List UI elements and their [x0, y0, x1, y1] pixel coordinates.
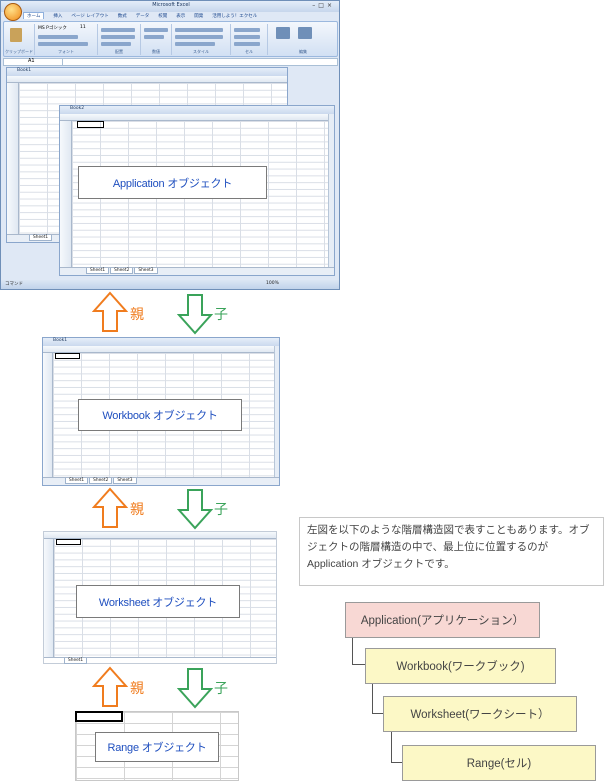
workbook-object-label: Workbook オブジェクト [78, 399, 242, 431]
zoom-level[interactable]: 100% [266, 281, 279, 286]
hierarchy-worksheet: Worksheet(ワークシート） [383, 696, 577, 732]
ribbon-group-cells[interactable]: セル [231, 24, 268, 55]
tab-insert[interactable]: 挿入 [53, 14, 63, 19]
sheet-tab[interactable]: Sheet1 [65, 478, 89, 484]
tab-home[interactable]: ホーム [23, 12, 45, 19]
ribbon-group-font[interactable]: MS Pゴシック 11 フォント [35, 24, 98, 55]
column-header [43, 346, 274, 353]
window-controls[interactable]: –□× [312, 2, 335, 9]
sheet-tab[interactable]: Sheet2 [89, 478, 113, 484]
child-arrow-icon [177, 668, 213, 709]
parent-label: 親 [130, 501, 144, 517]
row-header [60, 121, 72, 267]
window-title: Microsoft Excel [152, 2, 190, 8]
child-label: 子 [214, 680, 228, 696]
book1-title: Book1 [7, 68, 287, 76]
parent-arrow-icon [92, 291, 128, 332]
tab-page-layout[interactable]: ページ レイアウト [71, 14, 109, 19]
column-header [7, 76, 287, 83]
active-cell[interactable] [56, 539, 81, 545]
worksheet-object-label: Worksheet オブジェクト [76, 585, 240, 618]
sheet-tab[interactable]: Sheet3 [113, 478, 137, 484]
sheet-tab[interactable]: Sheet1 [64, 658, 88, 664]
ribbon-group-editing[interactable]: 編集 [268, 24, 338, 55]
vertical-scrollbar[interactable] [328, 114, 334, 267]
column-header [44, 532, 276, 539]
row-header [43, 353, 53, 477]
connector [391, 732, 402, 763]
formula-bar[interactable] [3, 58, 338, 66]
tab-view[interactable]: 表示 [176, 14, 186, 19]
excel-application-window: Microsoft Excel –□× ホーム 挿入 ページ レイアウト 数式 データ 校… [0, 0, 340, 290]
sheet-tab[interactable]: Sheet1 [29, 235, 53, 241]
tab-developer[interactable]: 開発 [194, 14, 204, 19]
book2-title: Book2 [60, 106, 334, 114]
status-bar: コマンド 100% [1, 280, 339, 289]
vertical-scrollbar[interactable] [274, 346, 279, 477]
child-label: 子 [214, 501, 228, 517]
font-name-select[interactable]: MS Pゴシック [38, 26, 67, 31]
active-cell[interactable] [77, 121, 104, 128]
parent-label: 親 [130, 306, 144, 322]
sheet-tab[interactable]: Sheet3 [134, 268, 158, 274]
ribbon: クリップボード MS Pゴシック 11 フォント 配置 数値 スタイル セル 編… [3, 21, 338, 57]
status-text: コマンド [5, 282, 23, 287]
range-object-label: Range オブジェクト [95, 732, 219, 762]
application-object-label: Application オブジェクト [78, 166, 267, 199]
workbook-title: Book1 [43, 338, 279, 346]
parent-arrow-icon [92, 487, 128, 528]
row-header [44, 539, 54, 657]
hierarchy-workbook: Workbook(ワークブック) [365, 648, 556, 684]
ribbon-group-clipboard[interactable]: クリップボード [4, 24, 35, 55]
ribbon-group-alignment[interactable]: 配置 [98, 24, 141, 55]
sheet-tab[interactable]: Sheet2 [110, 268, 134, 274]
hierarchy-application: Application(アプリケーション） [345, 602, 540, 638]
ribbon-group-styles[interactable]: スタイル [172, 24, 231, 55]
active-cell[interactable] [55, 353, 80, 359]
connector [352, 638, 365, 665]
tab-data[interactable]: データ [135, 14, 150, 19]
parent-arrow-icon [92, 666, 128, 707]
name-box[interactable]: A1 [3, 58, 63, 66]
connector [372, 684, 383, 714]
child-arrow-icon [177, 294, 213, 335]
description-note: 左図を以下のような階層構造図で表すこともあります。オブジェクトの階層構造の中で、… [299, 517, 604, 586]
tab-formulas[interactable]: 数式 [117, 14, 127, 19]
child-label: 子 [214, 306, 228, 322]
ribbon-group-number[interactable]: 数値 [141, 24, 172, 55]
hierarchy-range: Range(セル) [402, 745, 596, 781]
tab-addin[interactable]: 活用しよう！エクセル [212, 14, 258, 19]
title-bar: Microsoft Excel –□× [1, 1, 339, 12]
sheet-tabs: Sheet1 [44, 657, 276, 664]
ribbon-tabs: ホーム 挿入 ページ レイアウト 数式 データ 校閲 表示 開発 活用しよう！エクセル [23, 12, 339, 21]
child-arrow-icon [177, 489, 213, 530]
sheet-tab[interactable]: Sheet1 [86, 268, 110, 274]
tab-review[interactable]: 校閲 [158, 14, 168, 19]
office-button-icon[interactable] [4, 3, 22, 21]
column-header [60, 114, 328, 121]
parent-label: 親 [130, 680, 144, 696]
row-header [7, 83, 19, 234]
range-cell[interactable] [75, 711, 123, 722]
font-size-select[interactable]: 11 [80, 25, 86, 30]
